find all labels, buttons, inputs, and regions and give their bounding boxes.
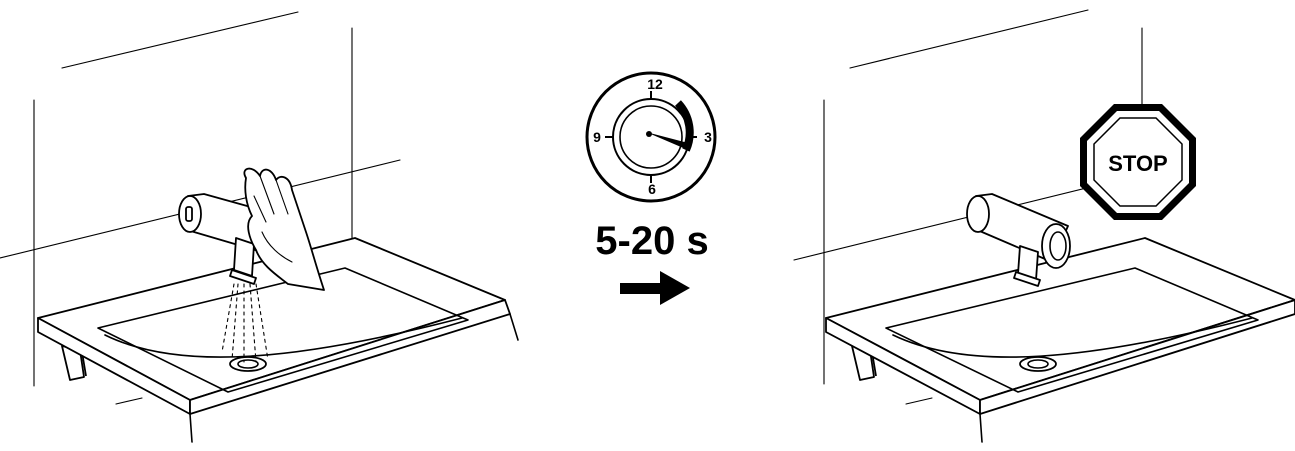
faucet-right (966, 193, 1071, 287)
washbasin-right (825, 237, 1295, 443)
timer-clock-icon: 12 3 6 9 (585, 71, 717, 203)
dial-number-6: 6 (648, 181, 656, 197)
hand-icon (243, 167, 325, 291)
timer-section: 12 3 6 9 5-20 s (585, 71, 717, 305)
washbasin-left (37, 237, 519, 443)
left-panel-water-running (0, 11, 519, 443)
dial-number-9: 9 (593, 129, 601, 145)
right-panel-water-stopped: STOP (793, 9, 1295, 443)
stop-sign-icon: STOP (1080, 104, 1196, 220)
duration-label: 5-20 s (595, 219, 708, 263)
dial-number-12: 12 (647, 76, 663, 92)
water-spray (221, 283, 269, 363)
arrow-right-icon (620, 271, 690, 305)
dial-number-3: 3 (704, 129, 712, 145)
wall-tile-lines-left (0, 11, 401, 405)
stop-sign-label: STOP (1108, 151, 1168, 176)
